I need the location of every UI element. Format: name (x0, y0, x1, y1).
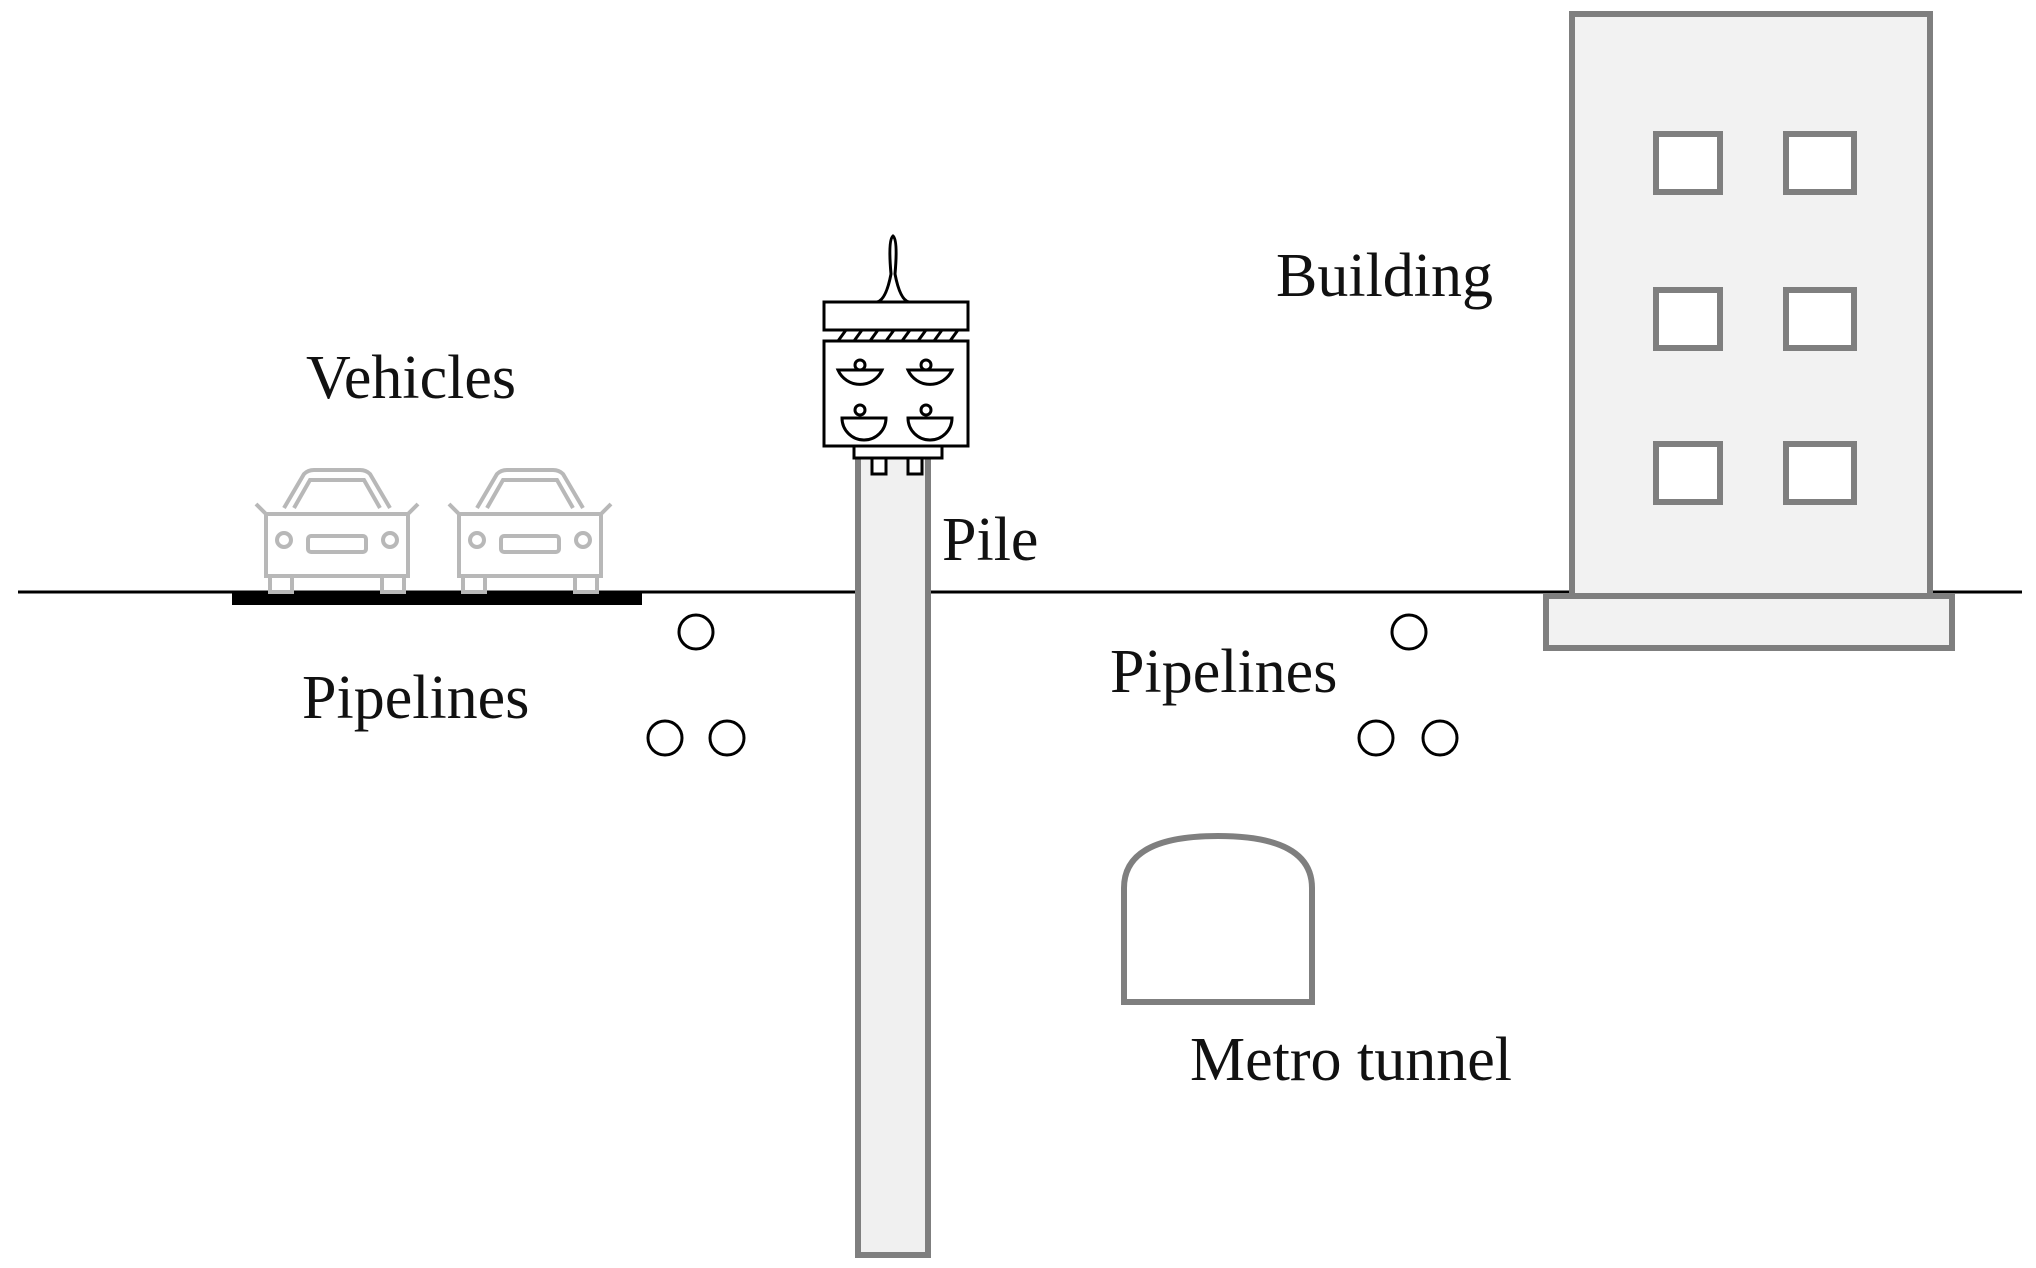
building-window (1783, 287, 1857, 351)
metro-tunnel (1121, 832, 1315, 1005)
vehicles-label: Vehicles (306, 344, 516, 412)
circle-pipe-icon (1357, 719, 1395, 757)
car-icon (447, 468, 613, 594)
building-foundation (1543, 593, 1955, 651)
pipelines-right-label: Pipelines (1110, 638, 1337, 706)
metro-tunnel-label: Metro tunnel (1190, 1026, 1512, 1094)
building-window (1653, 287, 1723, 351)
pile (855, 452, 931, 1258)
pile-label: Pile (942, 506, 1038, 574)
car-icon (254, 468, 420, 594)
circle-pipe-icon (708, 719, 746, 757)
circle-pipe-icon (646, 719, 684, 757)
building-window (1653, 441, 1723, 505)
building-window (1783, 131, 1857, 195)
road-surface (232, 592, 642, 605)
building-label: Building (1276, 242, 1493, 310)
building-window (1783, 441, 1857, 505)
circle-pipe-icon (1421, 719, 1459, 757)
circle-pipe-icon (677, 613, 715, 651)
circle-pipe-icon (1390, 613, 1428, 651)
vibratory-hammer-icon (822, 234, 970, 476)
building (1543, 11, 1955, 651)
building-window (1653, 131, 1723, 195)
pipelines-left-label: Pipelines (302, 664, 529, 732)
